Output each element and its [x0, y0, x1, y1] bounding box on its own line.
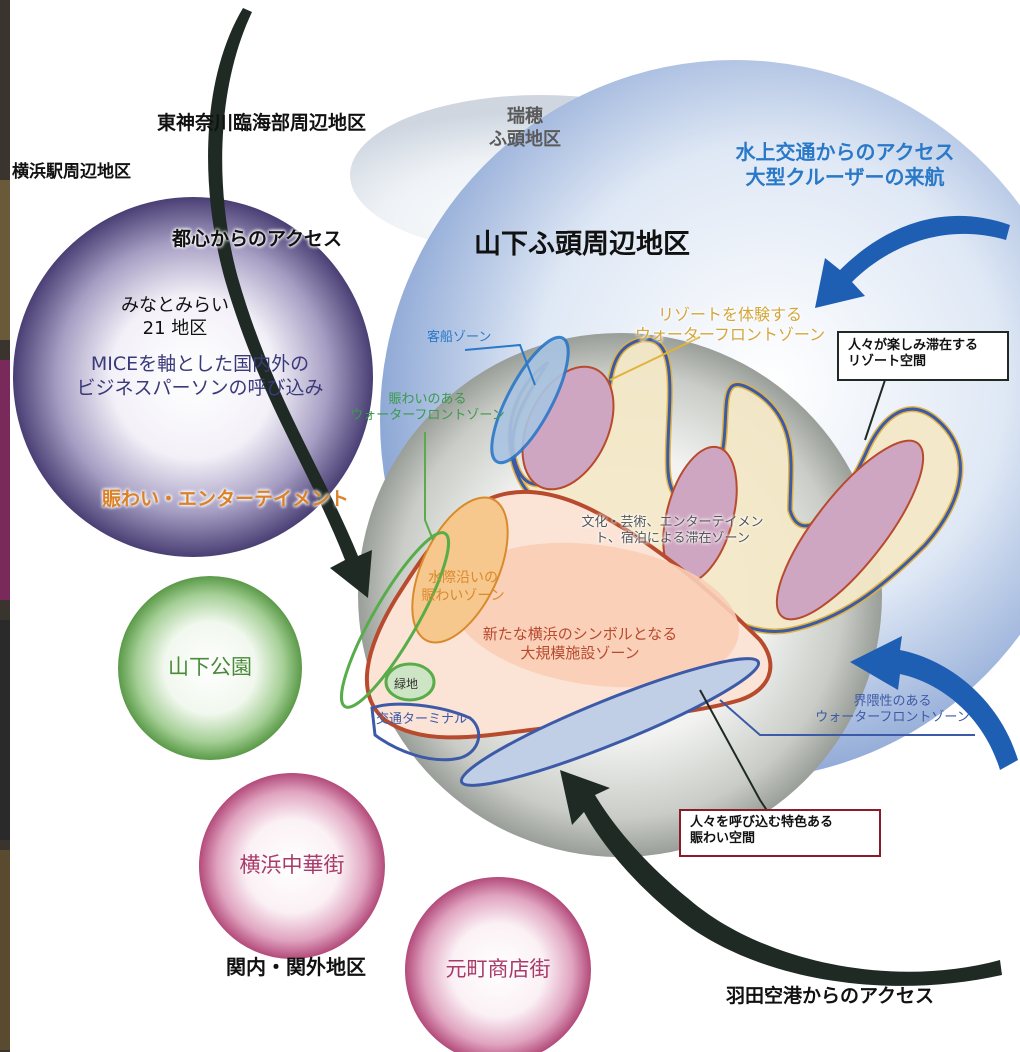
seion-zone-label: 界隈性のある ウォーターフロントゾーン	[810, 694, 975, 727]
kyakusen-zone-label: 客船ゾーン	[427, 330, 492, 345]
toshin-access-arrow	[208, 8, 372, 598]
water-access-arrow-right	[850, 636, 1018, 770]
resort-space-line2: リゾート空間	[848, 354, 927, 370]
bunka-zone-label: 文化・芸術、エンターテイメン ト、宿泊による滞在ゾーン	[565, 515, 780, 548]
nigiwai-space-line2: 賑わい空間	[690, 831, 756, 847]
bunka-zone-line2: ト、宿泊による滞在ゾーン	[595, 531, 750, 547]
mizuho-line2: ふ頭地区	[489, 128, 561, 150]
haneda-access-arrow	[560, 770, 1002, 986]
minatomirai-desc-line2: ビジネスパーソンの呼び込み	[76, 376, 324, 399]
minatomirai-tagline: 賑わい・エンターテイメント	[102, 488, 350, 510]
symbol-zone-line2: 大規模施設ゾーン	[520, 643, 640, 662]
resort-zone-label: リゾートを体験する ウォーターフロントゾーン	[610, 305, 850, 345]
chukagai-label: 横浜中華街	[239, 853, 345, 877]
minatomirai-name: みなとみらい 21 地区	[70, 295, 280, 340]
terminal-label: 交通ターミナル	[376, 712, 468, 727]
motomachi-circle	[405, 877, 591, 1052]
mizuho-line1: 瑞穂	[507, 106, 543, 127]
nigiwai-zone-line2: ウォーターフロントゾーン	[350, 408, 505, 424]
symbol-zone-line1: 新たな横浜のシンボルとなる	[482, 625, 678, 643]
water-access-arrow-top	[815, 215, 1010, 308]
nigiwai-space-line1: 人々を呼び込む特色ある	[690, 815, 834, 830]
yamashita-futo-label: 山下ふ頭周辺地区	[474, 229, 690, 260]
yamashita-park-label: 山下公園	[168, 655, 252, 679]
nigiwai-space-callout-box	[679, 809, 881, 857]
minatomirai-desc-line1: MICEを軸とした国内外の	[90, 353, 310, 375]
higashi-kanagawa-label: 東神奈川臨海部周辺地区	[157, 112, 367, 134]
minatomirai-circle	[13, 197, 373, 557]
resort-space-line1: 人々が楽しみ滞在する	[848, 338, 979, 353]
haneda-access-label: 羽田空港からのアクセス	[726, 985, 935, 1007]
seion-zone-line2: ウォーターフロントゾーン	[815, 710, 970, 726]
mizugiwa-zone-line1: 水際沿いの	[428, 570, 498, 586]
mizugiwa-zone-line2: 賑わいゾーン	[421, 587, 505, 604]
nigiwai-zone-label: 賑わいのある ウォーターフロントゾーン	[340, 392, 515, 425]
nigiwai-zone-line1: 賑わいのある	[388, 392, 467, 407]
resort-space-callout-box	[837, 331, 1009, 381]
symbol-zone-label: 新たな横浜のシンボルとなる 大規模施設ゾーン	[455, 625, 705, 663]
kannai-label: 関内・関外地区	[226, 955, 366, 979]
yokohama-station-label: 横浜駅周辺地区	[12, 162, 131, 182]
seion-zone-line1: 界隈性のある	[853, 694, 932, 709]
ryokuchi-label: 緑地	[394, 677, 419, 691]
yamashita-park-circle	[118, 576, 302, 760]
motomachi-label: 元町商店街	[445, 957, 551, 981]
seion-zone	[459, 657, 761, 787]
water-access-line1: 水上交通からのアクセス	[735, 140, 955, 164]
ryokuchi-zone	[384, 662, 436, 702]
resort-space-callout: 人々が楽しみ滞在する リゾート空間	[848, 338, 978, 371]
minatomirai-name-line2: 21 地区	[142, 317, 208, 339]
toshin-access-label: 都心からのアクセス	[172, 228, 343, 250]
terminal-zone	[370, 702, 481, 762]
minatomirai-desc: MICEを軸とした国内外の ビジネスパーソンの呼び込み	[40, 353, 360, 401]
water-access-line2: 大型クルーザーの来航	[745, 165, 945, 189]
bunka-zone-line1: 文化・芸術、エンターテイメン	[581, 515, 764, 530]
resort-zone-line2: ウォーターフロントゾーン	[634, 325, 826, 344]
mizuho-label: 瑞穂 ふ頭地区	[470, 106, 580, 151]
mizugiwa-zone-label: 水際沿いの 賑わいゾーン	[408, 570, 518, 605]
waterside-zone	[411, 496, 509, 644]
nigiwai-green-strip	[339, 531, 451, 709]
symbol-zone	[451, 542, 739, 688]
minatomirai-name-line1: みなとみらい	[121, 295, 229, 316]
passenger-ship-zone	[490, 335, 570, 465]
resort-zone-line1: リゾートを体験する	[657, 305, 802, 324]
nigiwai-space-callout: 人々を呼び込む特色ある 賑わい空間	[690, 815, 833, 848]
water-access-label: 水上交通からのアクセス 大型クルーザーの来航	[715, 140, 975, 190]
chukagai-circle	[199, 773, 385, 959]
